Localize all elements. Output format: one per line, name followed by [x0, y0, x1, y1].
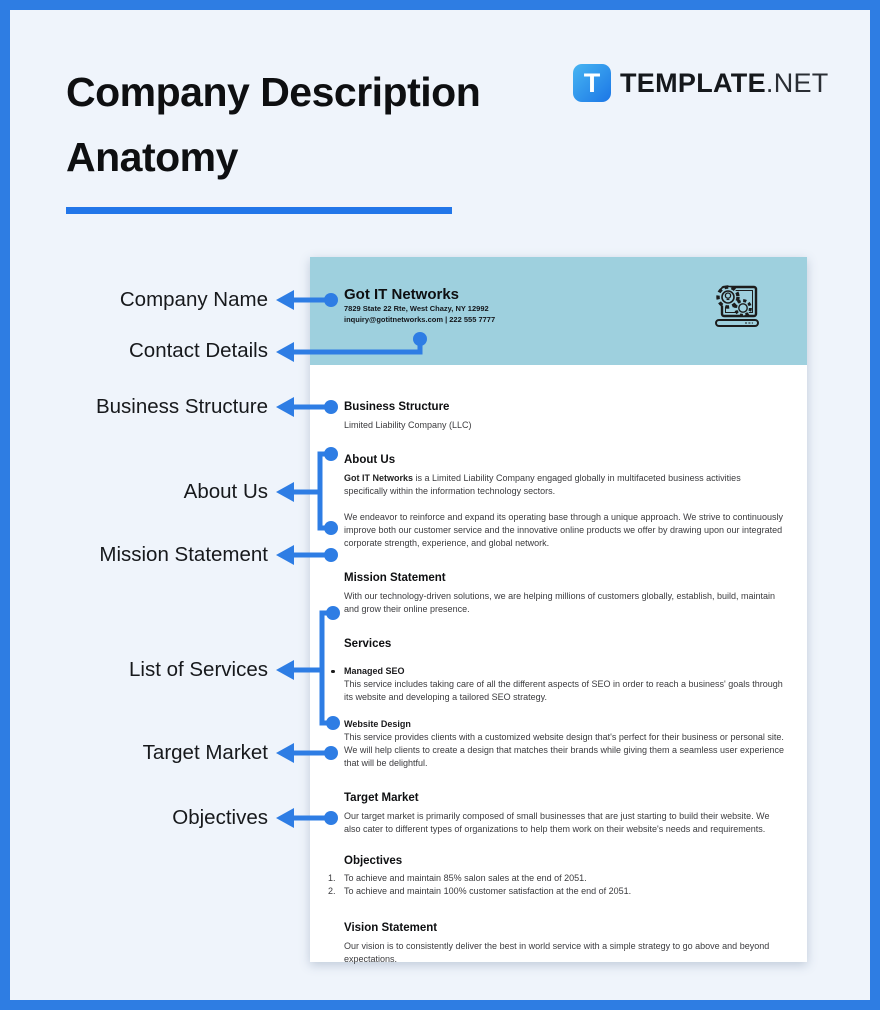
arrowhead-icon: [276, 397, 294, 417]
arrowhead-icon: [276, 545, 294, 565]
about-us-paragraph-1-rest: is a Limited Liability Company engaged g…: [344, 473, 741, 496]
heading-mission-statement: Mission Statement: [344, 572, 446, 584]
heading-about-us: About Us: [344, 454, 396, 466]
label-about-us: About Us: [183, 480, 268, 503]
laptop-gears-icon: [715, 285, 759, 327]
mission-statement-text: With our technology-driven solutions, we…: [344, 591, 776, 614]
objectives-list: To achieve and maintain 85% salon sales …: [328, 872, 785, 898]
objective-item: To achieve and maintain 100% customer sa…: [328, 885, 632, 898]
label-contact-details: Contact Details: [128, 339, 268, 362]
arrowhead-icon: [276, 743, 294, 763]
arrowhead-icon: [276, 660, 294, 680]
target-market-text: Our target market is primarily composed …: [344, 811, 770, 834]
service-item-managed-seo: Managed SEO This service includes taking…: [331, 665, 785, 704]
document-company-name: Got IT Networks: [344, 286, 460, 303]
document-body: Business Structure Limited Liability Com…: [310, 365, 807, 966]
about-us-paragraph-1: Got IT Networks is a Limited Liability C…: [344, 472, 785, 498]
label-target-market: Target Market: [142, 741, 268, 764]
service-title: Website Design: [344, 719, 411, 729]
arrowhead-icon: [276, 290, 294, 310]
page-title-line2: Anatomy: [66, 134, 238, 180]
label-objectives: Objectives: [172, 806, 268, 829]
service-text: This service provides clients with a cus…: [344, 732, 785, 768]
business-structure-text: Limited Liability Company (LLC): [344, 420, 472, 430]
services-list: Managed SEO This service includes taking…: [331, 665, 785, 770]
vision-statement-text: Our vision is to consistently deliver th…: [344, 941, 770, 964]
title-underline: [66, 207, 452, 214]
service-item-website-design: Website Design This service provides cli…: [331, 718, 785, 770]
service-title: Managed SEO: [344, 666, 405, 676]
template-net-logo[interactable]: T TEMPLATE.NET: [573, 64, 829, 102]
page-title: Company Description Anatomy: [66, 60, 481, 190]
page-title-line1: Company Description: [66, 69, 481, 115]
heading-objectives: Objectives: [344, 855, 403, 867]
heading-business-structure: Business Structure: [344, 401, 450, 413]
service-text: This service includes taking care of all…: [344, 679, 783, 702]
template-net-wordmark: TEMPLATE.NET: [620, 68, 829, 99]
arrowhead-icon: [276, 342, 294, 362]
label-mission-statement: Mission Statement: [99, 543, 268, 566]
heading-services: Services: [344, 638, 392, 650]
document-header: Got IT Networks 7829 State 22 Rte, West …: [310, 257, 807, 365]
document-address: 7829 State 22 Rte, West Chazy, NY 12992: [344, 304, 489, 313]
arrowhead-icon: [276, 482, 294, 502]
heading-vision-statement: Vision Statement: [344, 922, 438, 934]
arrowhead-icon: [276, 808, 294, 828]
about-us-company-bold: Got IT Networks: [344, 473, 414, 483]
objective-item: To achieve and maintain 85% salon sales …: [328, 872, 587, 885]
about-us-paragraph-2: We endeavor to reinforce and expand its …: [344, 512, 783, 548]
document-contact-line: inquiry@gotitnetworks.com | 222 555 7777: [344, 315, 496, 324]
brand-name-bold: TEMPLATE: [620, 67, 766, 98]
company-description-document: Got IT Networks 7829 State 22 Rte, West …: [310, 257, 807, 964]
heading-target-market: Target Market: [344, 792, 419, 804]
label-list-of-services: List of Services: [129, 658, 268, 681]
template-net-t-icon: T: [573, 64, 611, 102]
label-company-name: Company Name: [119, 288, 268, 311]
brand-name-light: .NET: [765, 67, 829, 98]
label-business-structure: Business Structure: [95, 395, 268, 418]
